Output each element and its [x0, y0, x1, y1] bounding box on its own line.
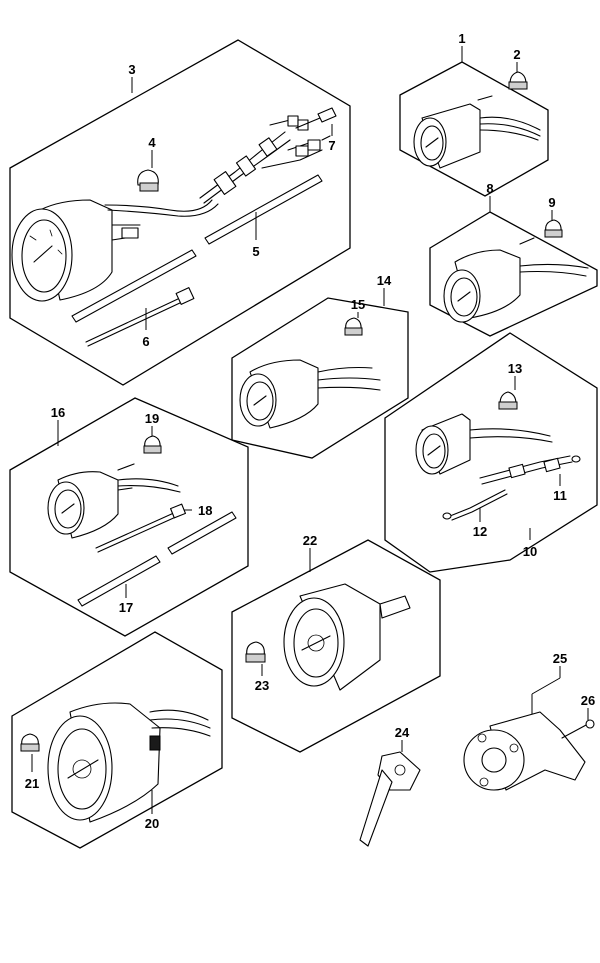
callout-8: 8 — [486, 181, 493, 196]
bulb-19 — [143, 435, 162, 454]
callout-12: 12 — [473, 524, 487, 539]
callout-7: 7 — [328, 138, 335, 153]
callout-26: 26 — [581, 693, 595, 708]
gauge-10 — [415, 413, 553, 475]
callout-20: 20 — [145, 816, 159, 831]
bulb-2 — [508, 71, 528, 90]
callout-14: 14 — [377, 273, 392, 288]
gauge-tach-3 — [11, 199, 219, 302]
gauge-16 — [47, 463, 181, 539]
gauge-20 — [47, 702, 211, 823]
harness-11 — [479, 455, 581, 485]
screw-26 — [561, 719, 595, 739]
bulb-4 — [137, 169, 159, 192]
bulb-15 — [344, 317, 363, 336]
callout-10: 10 — [523, 544, 537, 559]
tube-17 — [77, 511, 237, 607]
gauge-1 — [413, 95, 541, 169]
callout-6: 6 — [142, 334, 149, 349]
group-22-panel — [231, 539, 441, 753]
bulb-23 — [245, 641, 266, 663]
callout-15: 15 — [351, 297, 365, 312]
bolt-7 — [295, 107, 337, 129]
group-8-panel — [429, 196, 598, 337]
group-3-panel — [9, 39, 351, 386]
callout-19: 19 — [145, 411, 159, 426]
trim-sender-25 — [463, 711, 586, 791]
callout-3: 3 — [128, 62, 135, 77]
callout-23: 23 — [255, 678, 269, 693]
bulb-13 — [498, 391, 518, 410]
group-25 — [463, 666, 595, 791]
gauge-14 — [239, 359, 381, 429]
cable-tie-18 — [95, 503, 186, 553]
cable-tie-6 — [85, 287, 195, 347]
harness-12 — [442, 489, 508, 521]
tube-5 — [71, 174, 323, 323]
callout-5: 5 — [252, 244, 259, 259]
callout-18: 18 — [198, 503, 212, 518]
gauge-22 — [283, 583, 411, 691]
callout-1: 1 — [458, 31, 465, 46]
harness-3 — [199, 115, 331, 204]
callout-22: 22 — [303, 533, 317, 548]
group-16-panel — [9, 397, 249, 637]
callout-16: 16 — [51, 405, 65, 420]
callout-21: 21 — [25, 776, 39, 791]
callout-9: 9 — [548, 195, 555, 210]
gauge-8 — [443, 237, 589, 323]
group-10-panel — [384, 332, 598, 573]
callout-11: 11 — [553, 488, 567, 503]
callout-13: 13 — [508, 361, 522, 376]
callout-2: 2 — [513, 47, 520, 62]
callout-25: 25 — [553, 651, 567, 666]
bulb-9 — [544, 219, 563, 238]
group-14-panel — [231, 288, 409, 459]
bracket-24 — [359, 740, 421, 847]
callout-17: 17 — [119, 600, 133, 615]
callout-24: 24 — [395, 725, 410, 740]
bulb-21 — [20, 733, 40, 752]
callout-4: 4 — [148, 135, 156, 150]
group-20-panel — [11, 631, 223, 849]
group-1-panel — [399, 46, 549, 197]
